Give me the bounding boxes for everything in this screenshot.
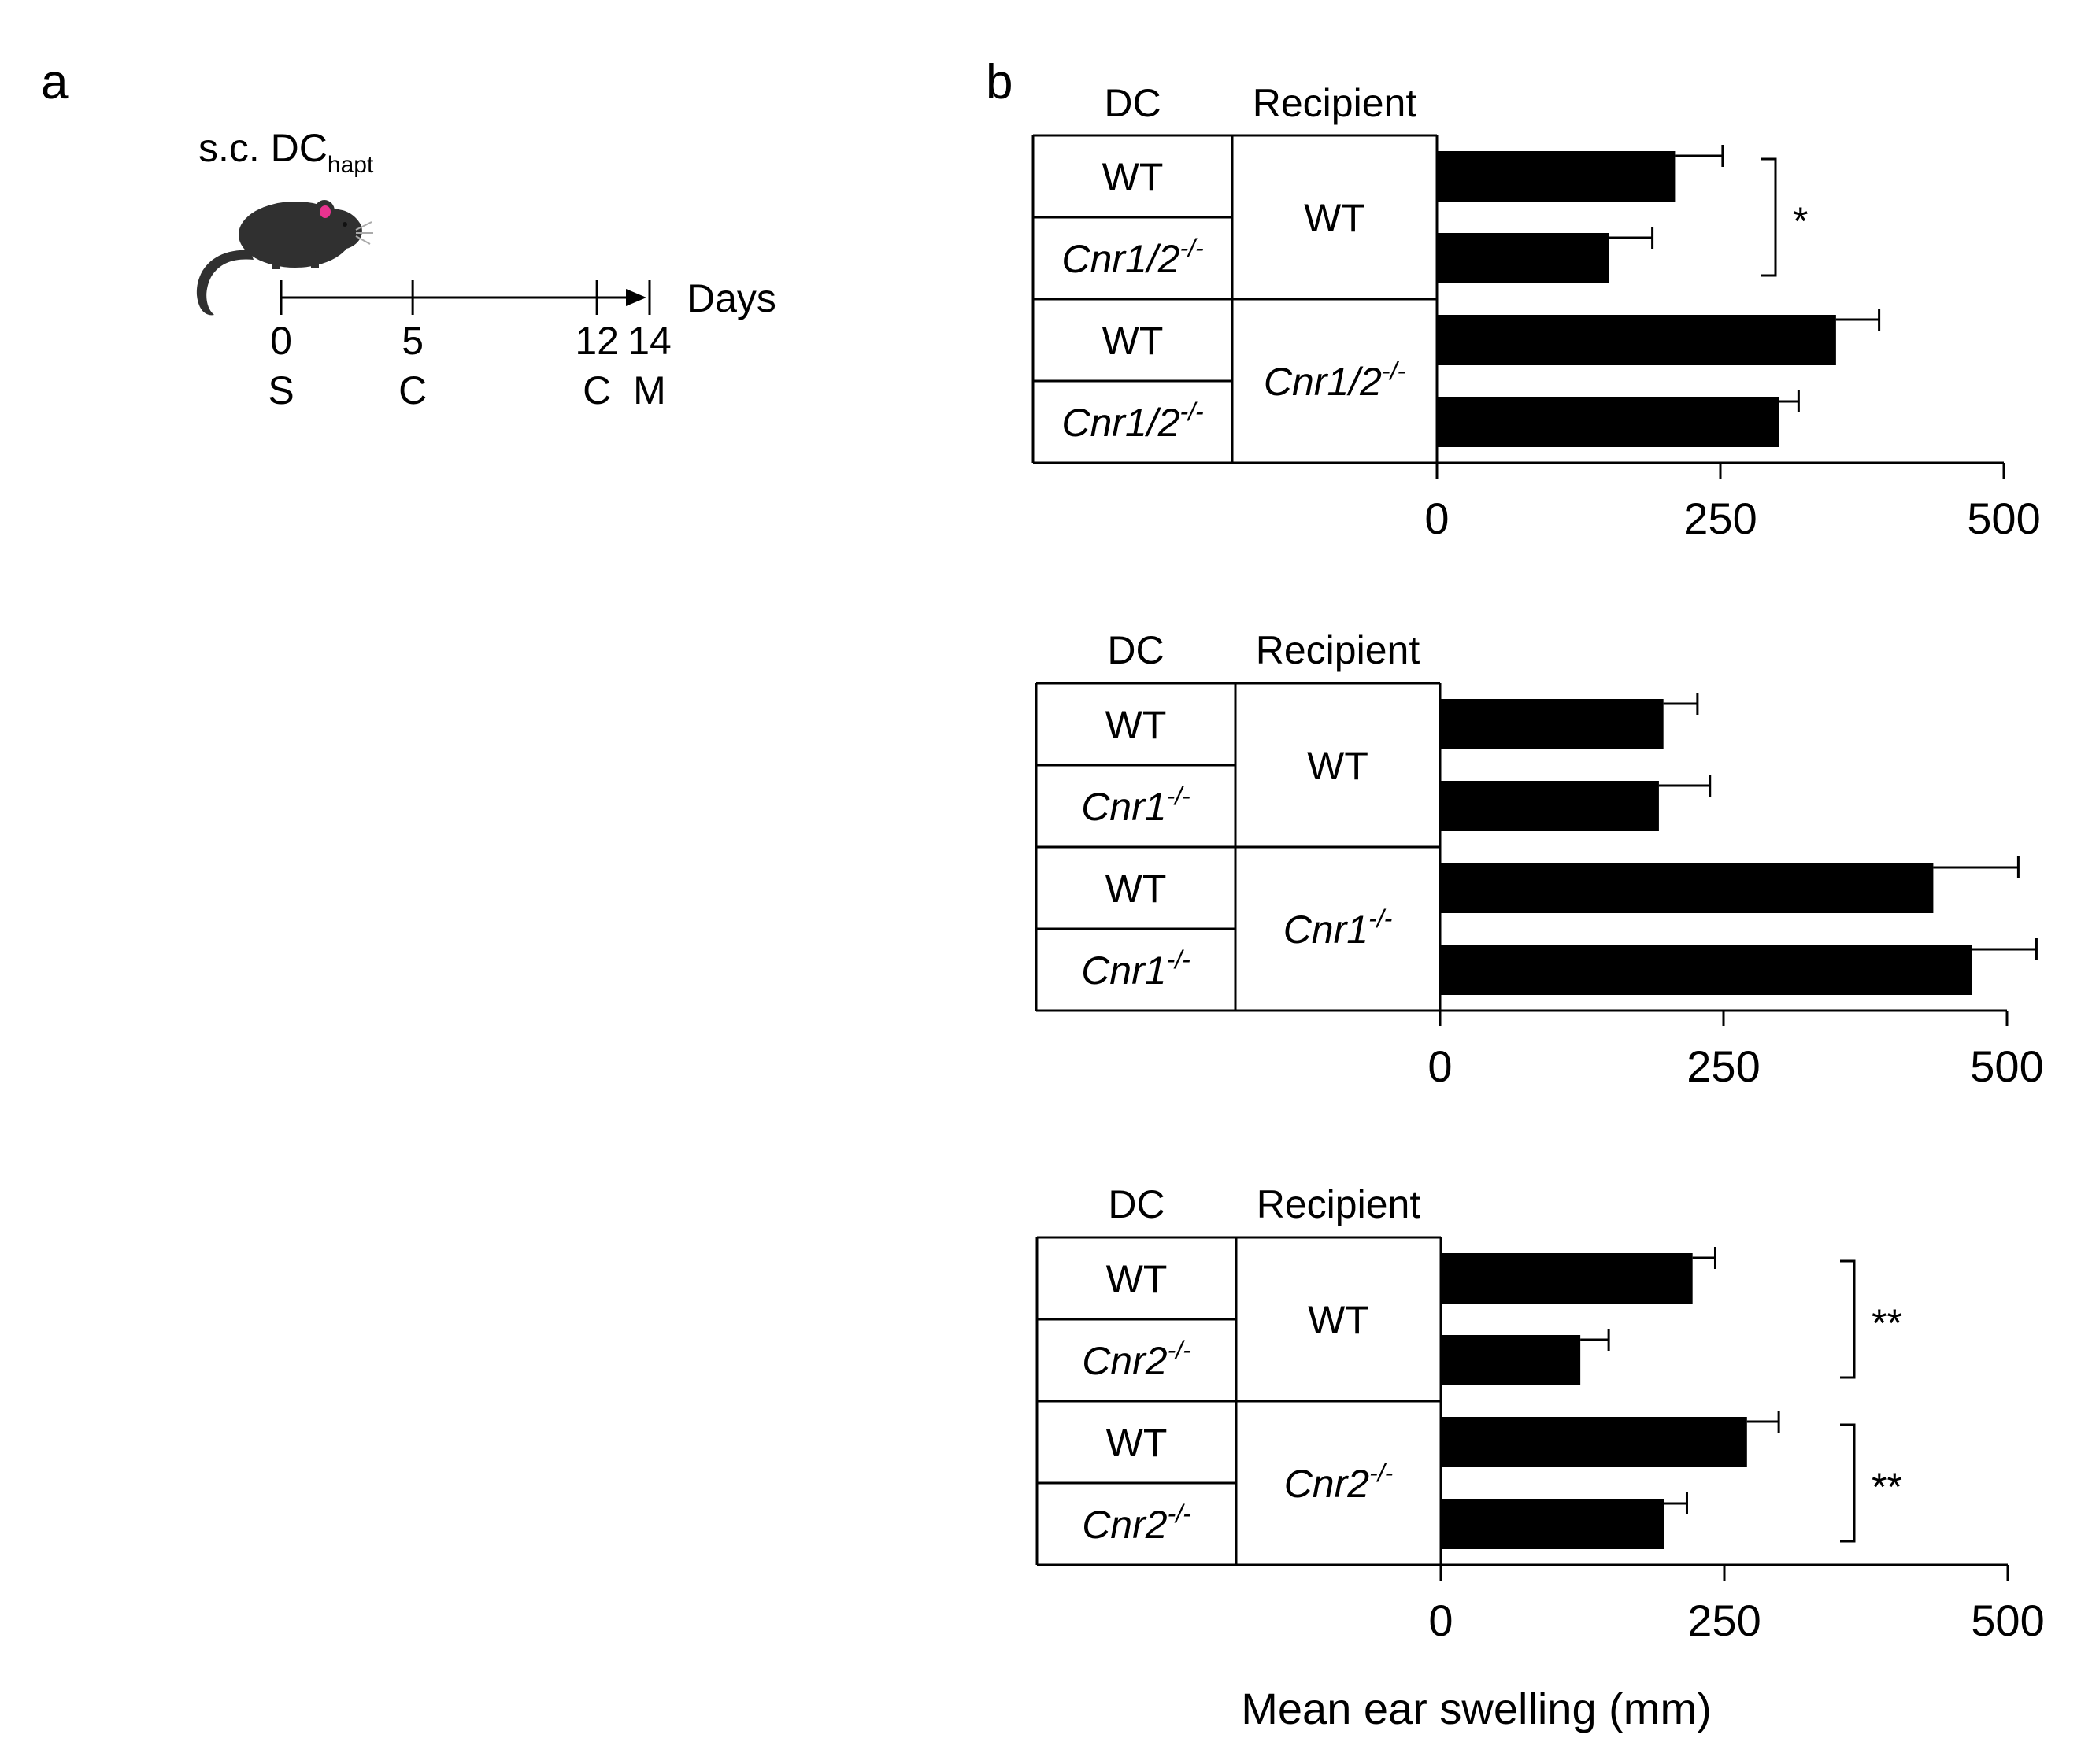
recipient-label: WT bbox=[1307, 744, 1368, 788]
recipient-label: Cnr1/2-/- bbox=[1264, 357, 1405, 404]
panel-b-letter: b bbox=[986, 55, 1013, 109]
bar bbox=[1440, 699, 1664, 749]
timeline-day-label: 5 bbox=[402, 319, 424, 363]
bar bbox=[1437, 315, 1836, 365]
x-tick-label: 250 bbox=[1683, 494, 1757, 543]
bar bbox=[1441, 1499, 1664, 1549]
header-recipient: Recipient bbox=[1253, 81, 1417, 125]
dc-label: WT bbox=[1105, 867, 1167, 911]
significance-bracket bbox=[1761, 157, 1777, 277]
recipient-label: WT bbox=[1308, 1298, 1369, 1342]
panel-a-letter: a bbox=[41, 55, 69, 109]
header-dc: DC bbox=[1104, 81, 1161, 125]
bar bbox=[1441, 1253, 1693, 1304]
timeline-arrowhead bbox=[626, 289, 646, 306]
x-tick-label: 0 bbox=[1424, 494, 1449, 543]
x-tick-label: 0 bbox=[1428, 1596, 1453, 1645]
bar bbox=[1441, 1417, 1747, 1467]
bar bbox=[1441, 1335, 1581, 1385]
x-tick-label: 250 bbox=[1687, 1596, 1761, 1645]
significance-label: ** bbox=[1872, 1465, 1902, 1509]
dc-label: Cnr1/2-/- bbox=[1061, 398, 1203, 445]
dc-label: WT bbox=[1102, 319, 1164, 363]
dc-label: Cnr1-/- bbox=[1081, 945, 1190, 993]
bar bbox=[1437, 397, 1779, 447]
x-tick-label: 500 bbox=[1967, 494, 2040, 543]
header-dc: DC bbox=[1108, 1182, 1165, 1226]
bar bbox=[1440, 945, 1972, 995]
x-tick-label: 0 bbox=[1427, 1041, 1452, 1091]
significance-bracket bbox=[1840, 1259, 1856, 1379]
bar bbox=[1437, 151, 1676, 202]
recipient-label: Cnr2-/- bbox=[1284, 1459, 1394, 1506]
header-dc: DC bbox=[1107, 628, 1164, 672]
dc-label: WT bbox=[1106, 1257, 1168, 1301]
dc-label: Cnr1-/- bbox=[1081, 782, 1190, 829]
significance-label: * bbox=[1793, 199, 1808, 243]
x-tick-label: 500 bbox=[1970, 1041, 2043, 1091]
panel-a: a s.c. DChapt 0S 5C 12C 14M Days bbox=[41, 55, 776, 412]
x-axis-label: Mean ear swelling (mm) bbox=[1241, 1684, 1712, 1733]
timeline-event-label: S bbox=[268, 368, 294, 412]
timeline-axis-label: Days bbox=[687, 276, 776, 320]
timeline: 0S 5C 12C 14M Days bbox=[268, 276, 776, 412]
mouse-ear bbox=[320, 205, 331, 218]
dc-label: Cnr1/2-/- bbox=[1061, 234, 1203, 281]
recipient-label: Cnr1-/- bbox=[1283, 904, 1393, 952]
dc-label: Cnr2-/- bbox=[1082, 1336, 1191, 1383]
dc-label: WT bbox=[1106, 1421, 1168, 1465]
dc-label: Cnr2-/- bbox=[1082, 1500, 1191, 1547]
significance-label: ** bbox=[1872, 1301, 1902, 1345]
x-tick-label: 500 bbox=[1971, 1596, 2044, 1645]
timeline-event-label: C bbox=[583, 368, 611, 412]
x-tick-label: 250 bbox=[1687, 1041, 1760, 1091]
significance-bracket bbox=[1840, 1423, 1856, 1543]
timeline-day-label: 0 bbox=[270, 319, 292, 363]
panel-a-label: s.c. DChapt bbox=[198, 126, 374, 178]
dc-label: WT bbox=[1102, 155, 1164, 199]
dc-label: WT bbox=[1105, 703, 1167, 747]
timeline-day-label: 12 bbox=[575, 319, 619, 363]
timeline-event-label: M bbox=[633, 368, 666, 412]
bar bbox=[1440, 863, 1934, 913]
header-recipient: Recipient bbox=[1257, 1182, 1421, 1226]
timeline-event-label: C bbox=[398, 368, 427, 412]
timeline-day-label: 14 bbox=[628, 319, 672, 363]
recipient-label: WT bbox=[1304, 196, 1365, 240]
header-recipient: Recipient bbox=[1256, 628, 1420, 672]
bar bbox=[1437, 233, 1609, 283]
mouse-icon bbox=[196, 200, 373, 316]
bar bbox=[1440, 781, 1659, 831]
